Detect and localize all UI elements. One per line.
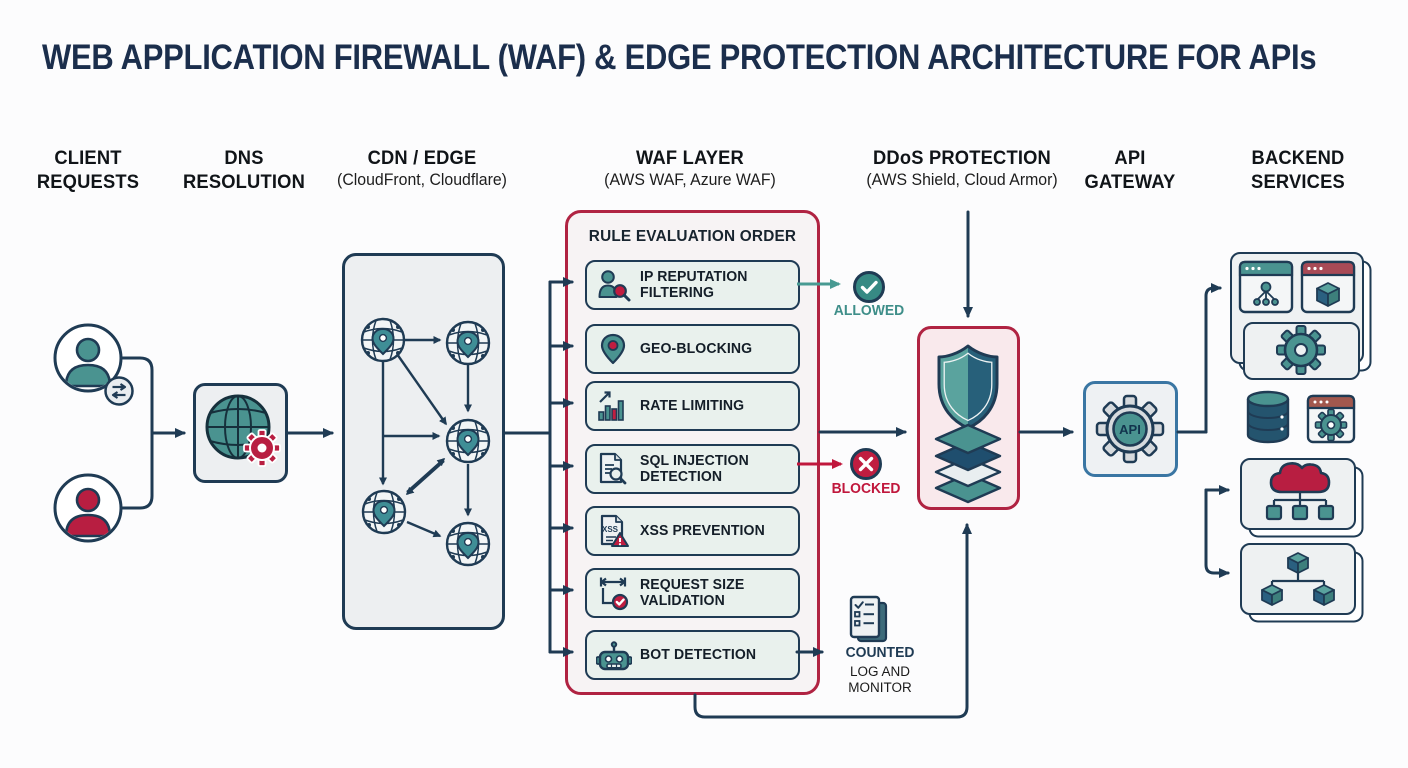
checklist-icon	[849, 595, 888, 643]
waf-rule-label: BOT DETECTION	[640, 647, 757, 663]
check-circle-icon	[853, 271, 885, 303]
browser-cube-icon	[1300, 260, 1356, 314]
column-header-client: CLIENT REQUESTS	[0, 146, 208, 194]
column-header-subtitle: (CloudFront, Cloudflare)	[337, 171, 507, 189]
column-header-title: API GATEWAY	[1084, 147, 1176, 193]
waf-rule-label: SQL INJECTION DETECTION	[640, 453, 749, 485]
waf-rule-label: IP REPUTATION FILTERING	[640, 269, 748, 301]
waf-rule-sql-injection: SQL INJECTION DETECTION	[585, 444, 800, 494]
waf-rule-label: GEO-BLOCKING	[640, 341, 753, 357]
page-title: WEB APPLICATION FIREWALL (WAF) & EDGE PR…	[42, 38, 1317, 77]
browser-gear-icon	[1306, 394, 1356, 444]
column-header-title: BACKEND SERVICES	[1251, 147, 1345, 193]
waf-rule-bot-detection: BOT DETECTION	[585, 630, 800, 680]
bar-chart-icon	[598, 391, 624, 421]
waf-rule-label: XSS PREVENTION	[640, 523, 765, 539]
column-header-api: API GATEWAY	[1010, 146, 1250, 194]
blocked-label: BLOCKED	[831, 481, 901, 497]
allowed-label: ALLOWED	[833, 303, 905, 319]
robot-icon	[596, 641, 632, 671]
api-badge-text: API	[1119, 422, 1141, 437]
database-icon	[1246, 390, 1290, 444]
column-header-title: DNS RESOLUTION	[182, 147, 306, 193]
backend-arrow-bottom	[1204, 488, 1230, 578]
layer-stack-icon	[934, 423, 1002, 504]
user-magnifier-icon	[598, 270, 631, 302]
user-teal-icon	[53, 323, 134, 406]
column-header-dns: DNS RESOLUTION	[124, 146, 364, 194]
backend-arrow-top	[1204, 283, 1222, 434]
x-circle-icon	[850, 448, 882, 480]
column-header-backend: BACKEND SERVICES	[1178, 146, 1408, 194]
waf-rule-label: REQUEST SIZE VALIDATION	[640, 577, 745, 609]
ddos-protection-box	[917, 326, 1020, 510]
column-header-title: CLIENT REQUESTS	[36, 147, 140, 193]
shield-icon	[934, 344, 1002, 504]
waf-rule-geo-blocking: GEO-BLOCKING	[585, 324, 800, 374]
column-header-ddos: DDoS PROTECTION (AWS Shield, Cloud Armor…	[842, 146, 1082, 191]
cdn-edge-box	[342, 253, 505, 630]
column-header-waf: WAF LAYER (AWS WAF, Azure WAF)	[570, 146, 810, 191]
svg-text:XSS: XSS	[602, 525, 619, 534]
browser-hub-icon	[1238, 260, 1294, 314]
waf-rule-rate-limiting: RATE LIMITING	[585, 381, 800, 431]
backend-cubes-card	[1240, 543, 1356, 615]
column-header-cdn: CDN / EDGE (CloudFront, Cloudflare)	[302, 146, 542, 191]
column-header-title: WAF LAYER	[636, 147, 744, 169]
api-gear-icon: API	[1095, 394, 1165, 464]
column-header-subtitle: (AWS WAF, Azure WAF)	[604, 171, 776, 189]
backend-app-card-content	[1238, 260, 1356, 314]
gear-icon	[1276, 325, 1326, 375]
waf-rule-xss-prevention: XSS XSS PREVENTION	[585, 506, 800, 556]
api-gateway-box: API	[1083, 381, 1178, 477]
backend-gear-card	[1243, 322, 1360, 380]
counted-sublabel: LOG AND MONITOR	[848, 664, 912, 695]
counted-label: COUNTED	[845, 645, 915, 661]
waf-rule-ip-reputation: IP REPUTATION FILTERING	[585, 260, 800, 310]
waf-panel-title: RULE EVALUATION ORDER	[588, 228, 797, 245]
waf-rule-panel: RULE EVALUATION ORDER IP REPUTATION FILT…	[565, 210, 820, 695]
dns-resolution-box	[193, 383, 288, 483]
cloud-tree-icon	[1265, 462, 1335, 521]
size-check-icon	[599, 577, 629, 611]
user-red-icon	[53, 473, 123, 543]
globe-pin-network-icon	[360, 317, 491, 567]
gear-icon	[243, 429, 281, 467]
xss-document-icon: XSS	[600, 514, 629, 547]
column-header-title: CDN / EDGE	[367, 147, 477, 169]
globe-gear-icon	[205, 394, 281, 467]
exchange-badge-icon	[104, 376, 134, 406]
backend-cloud-card	[1240, 458, 1356, 530]
column-header-title: DDoS PROTECTION	[873, 147, 1051, 169]
column-header-subtitle: (AWS Shield, Cloud Armor)	[866, 171, 1058, 189]
backend-app-card	[1230, 252, 1364, 364]
waf-rule-request-size: REQUEST SIZE VALIDATION	[585, 568, 800, 618]
cube-tree-icon	[1261, 552, 1335, 606]
document-search-icon	[599, 452, 627, 485]
waf-rule-label: RATE LIMITING	[640, 398, 745, 414]
map-pin-icon	[600, 333, 626, 365]
